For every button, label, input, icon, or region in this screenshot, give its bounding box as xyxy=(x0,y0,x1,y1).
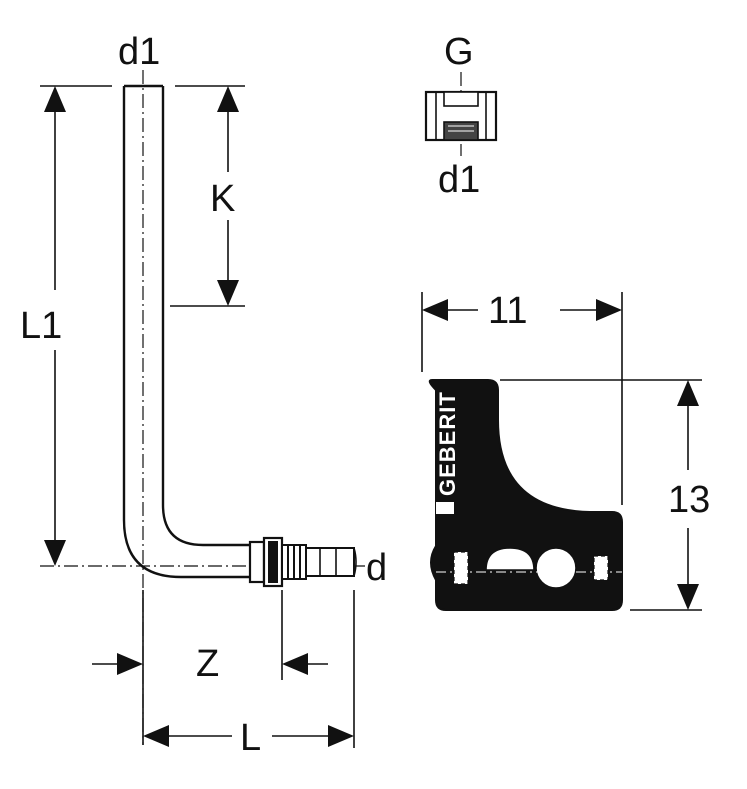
arrow-left-icon xyxy=(143,725,169,747)
spigot-end xyxy=(353,547,357,577)
nut-detail: G d1 xyxy=(424,31,498,201)
G-label: G xyxy=(444,31,474,73)
Z-label: Z xyxy=(196,643,219,685)
d1-top-label: d1 xyxy=(118,31,160,73)
plate-body xyxy=(428,379,623,611)
arrow-left-icon xyxy=(282,653,308,675)
arrow-right-icon xyxy=(596,299,622,321)
plate-clip-round xyxy=(535,547,577,589)
d-label: d xyxy=(366,547,387,589)
dimension-13: 13 xyxy=(500,379,710,611)
arrow-right-icon xyxy=(117,653,143,675)
width-11-label: 11 xyxy=(488,290,527,332)
dimension-L: L xyxy=(143,590,355,759)
press-fitting xyxy=(248,536,357,588)
plate-slot xyxy=(593,555,609,581)
fitting-ring-dark xyxy=(268,541,278,583)
arrow-down-icon xyxy=(217,280,239,306)
arrow-right-icon xyxy=(328,725,354,747)
pipe-inner-wall xyxy=(161,86,252,547)
dimension-Z: Z xyxy=(92,590,328,745)
plate-slot xyxy=(453,551,469,585)
arrow-left-icon xyxy=(422,299,448,321)
nut-bore xyxy=(443,91,479,107)
fitting-spigot xyxy=(305,547,355,577)
plate-clip-half xyxy=(485,547,535,571)
K-label: K xyxy=(210,178,235,220)
height-13-label: 13 xyxy=(668,479,710,521)
pipe-outer-wall xyxy=(122,86,252,579)
arrow-up-icon xyxy=(677,380,699,406)
dimension-L1: L1 xyxy=(20,85,112,566)
L1-label: L1 xyxy=(20,305,62,347)
mounting-plate: GEBERIT xyxy=(428,379,623,611)
arrow-up-icon xyxy=(217,86,239,112)
dimension-K: K xyxy=(170,85,245,307)
fitting-collar xyxy=(248,540,266,584)
brand-logo: GEBERIT xyxy=(435,391,460,496)
arrow-down-icon xyxy=(44,540,66,566)
arrow-up-icon xyxy=(44,86,66,112)
dimension-11: 11 xyxy=(421,290,623,505)
d1-nut-label: d1 xyxy=(438,159,480,201)
brand-mark-icon xyxy=(436,502,454,514)
L-label: L xyxy=(240,717,261,759)
arrow-down-icon xyxy=(677,584,699,610)
